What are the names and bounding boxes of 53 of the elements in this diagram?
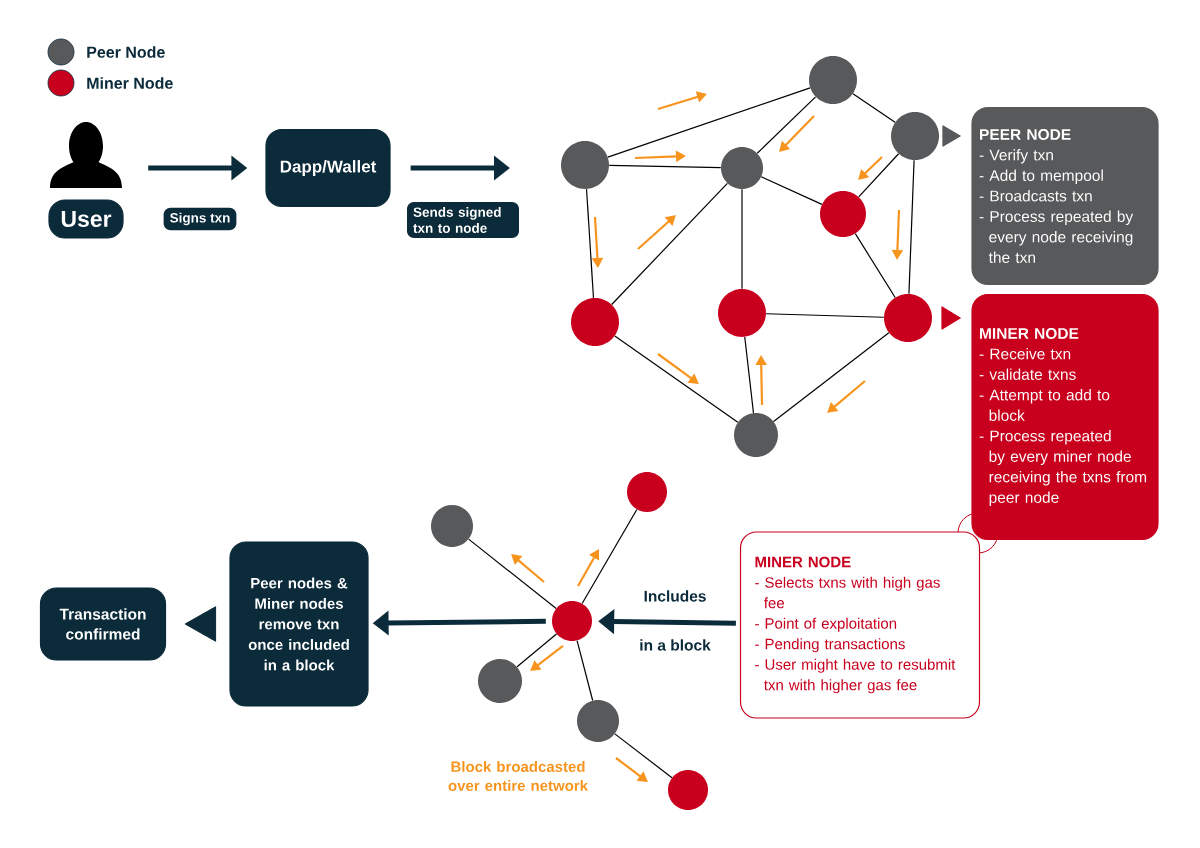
connector-line [852,93,896,123]
connector-line [744,336,755,414]
connector-line [585,188,595,299]
arrow [942,125,961,147]
connector-line [607,87,811,158]
node-circle [552,601,592,641]
connector-line [611,182,728,306]
connector-line [614,733,673,779]
process-box: Peer nodes & Miner nodes remove txn once included in a block [229,541,369,707]
connector-line [773,332,890,423]
edge-label: Signs txn [163,207,237,231]
connector-line [516,633,558,668]
node-circle [627,472,667,512]
connector-line [760,176,823,205]
node-circle [820,191,866,237]
connector-line [608,164,722,169]
node-circle [478,659,522,703]
process-box: Transaction confirmed [39,587,167,661]
edge-label: Sends signed txn to node [407,202,519,238]
node-circle [718,289,766,337]
connector-line [468,538,557,610]
node-circle [721,147,763,189]
legend-label: Miner Node [87,77,173,89]
info-box: PEER NODE - Verify txn - Add to mempool - Broadcasts txn - Process repeated by every node receiving the txn [971,106,1159,286]
process-box: Dapp/Wallet [265,128,391,208]
info-box: MINER NODE - Receive txn - validate txns - Attempt to add to block - Process repeated by every miner node receiving the txns from peer node [971,293,1159,541]
edge-label: Includes [644,590,706,602]
node-circle [571,298,619,346]
connector-line [858,153,900,198]
person-icon [50,122,122,188]
node-circle [891,112,939,160]
connector-line [908,159,915,295]
connector-line [576,639,594,702]
node-circle [577,700,619,742]
node-circle [809,56,857,104]
legend-label: Peer Node [87,46,165,58]
node-circle [884,294,932,342]
connector-line [741,188,743,290]
arrow [941,306,961,330]
connector-line [854,233,896,299]
label-box: User [48,199,124,239]
connector-line [765,313,885,318]
node-circle [734,413,778,457]
node-circle [668,770,708,810]
text-label: in a block [640,639,711,651]
node-circle [431,505,473,547]
connector-line [756,96,817,154]
connector-line [614,335,739,423]
connector-line [581,508,638,605]
caption: Block broadcasted over entire network [448,761,589,791]
arrow [184,606,217,642]
info-box: MINER NODE - Selects txns with high gas fee - Point of exploitation - Pending transactions - User might have to resubmit txn with higher gas fee [739,531,981,719]
node-circle [561,141,609,189]
